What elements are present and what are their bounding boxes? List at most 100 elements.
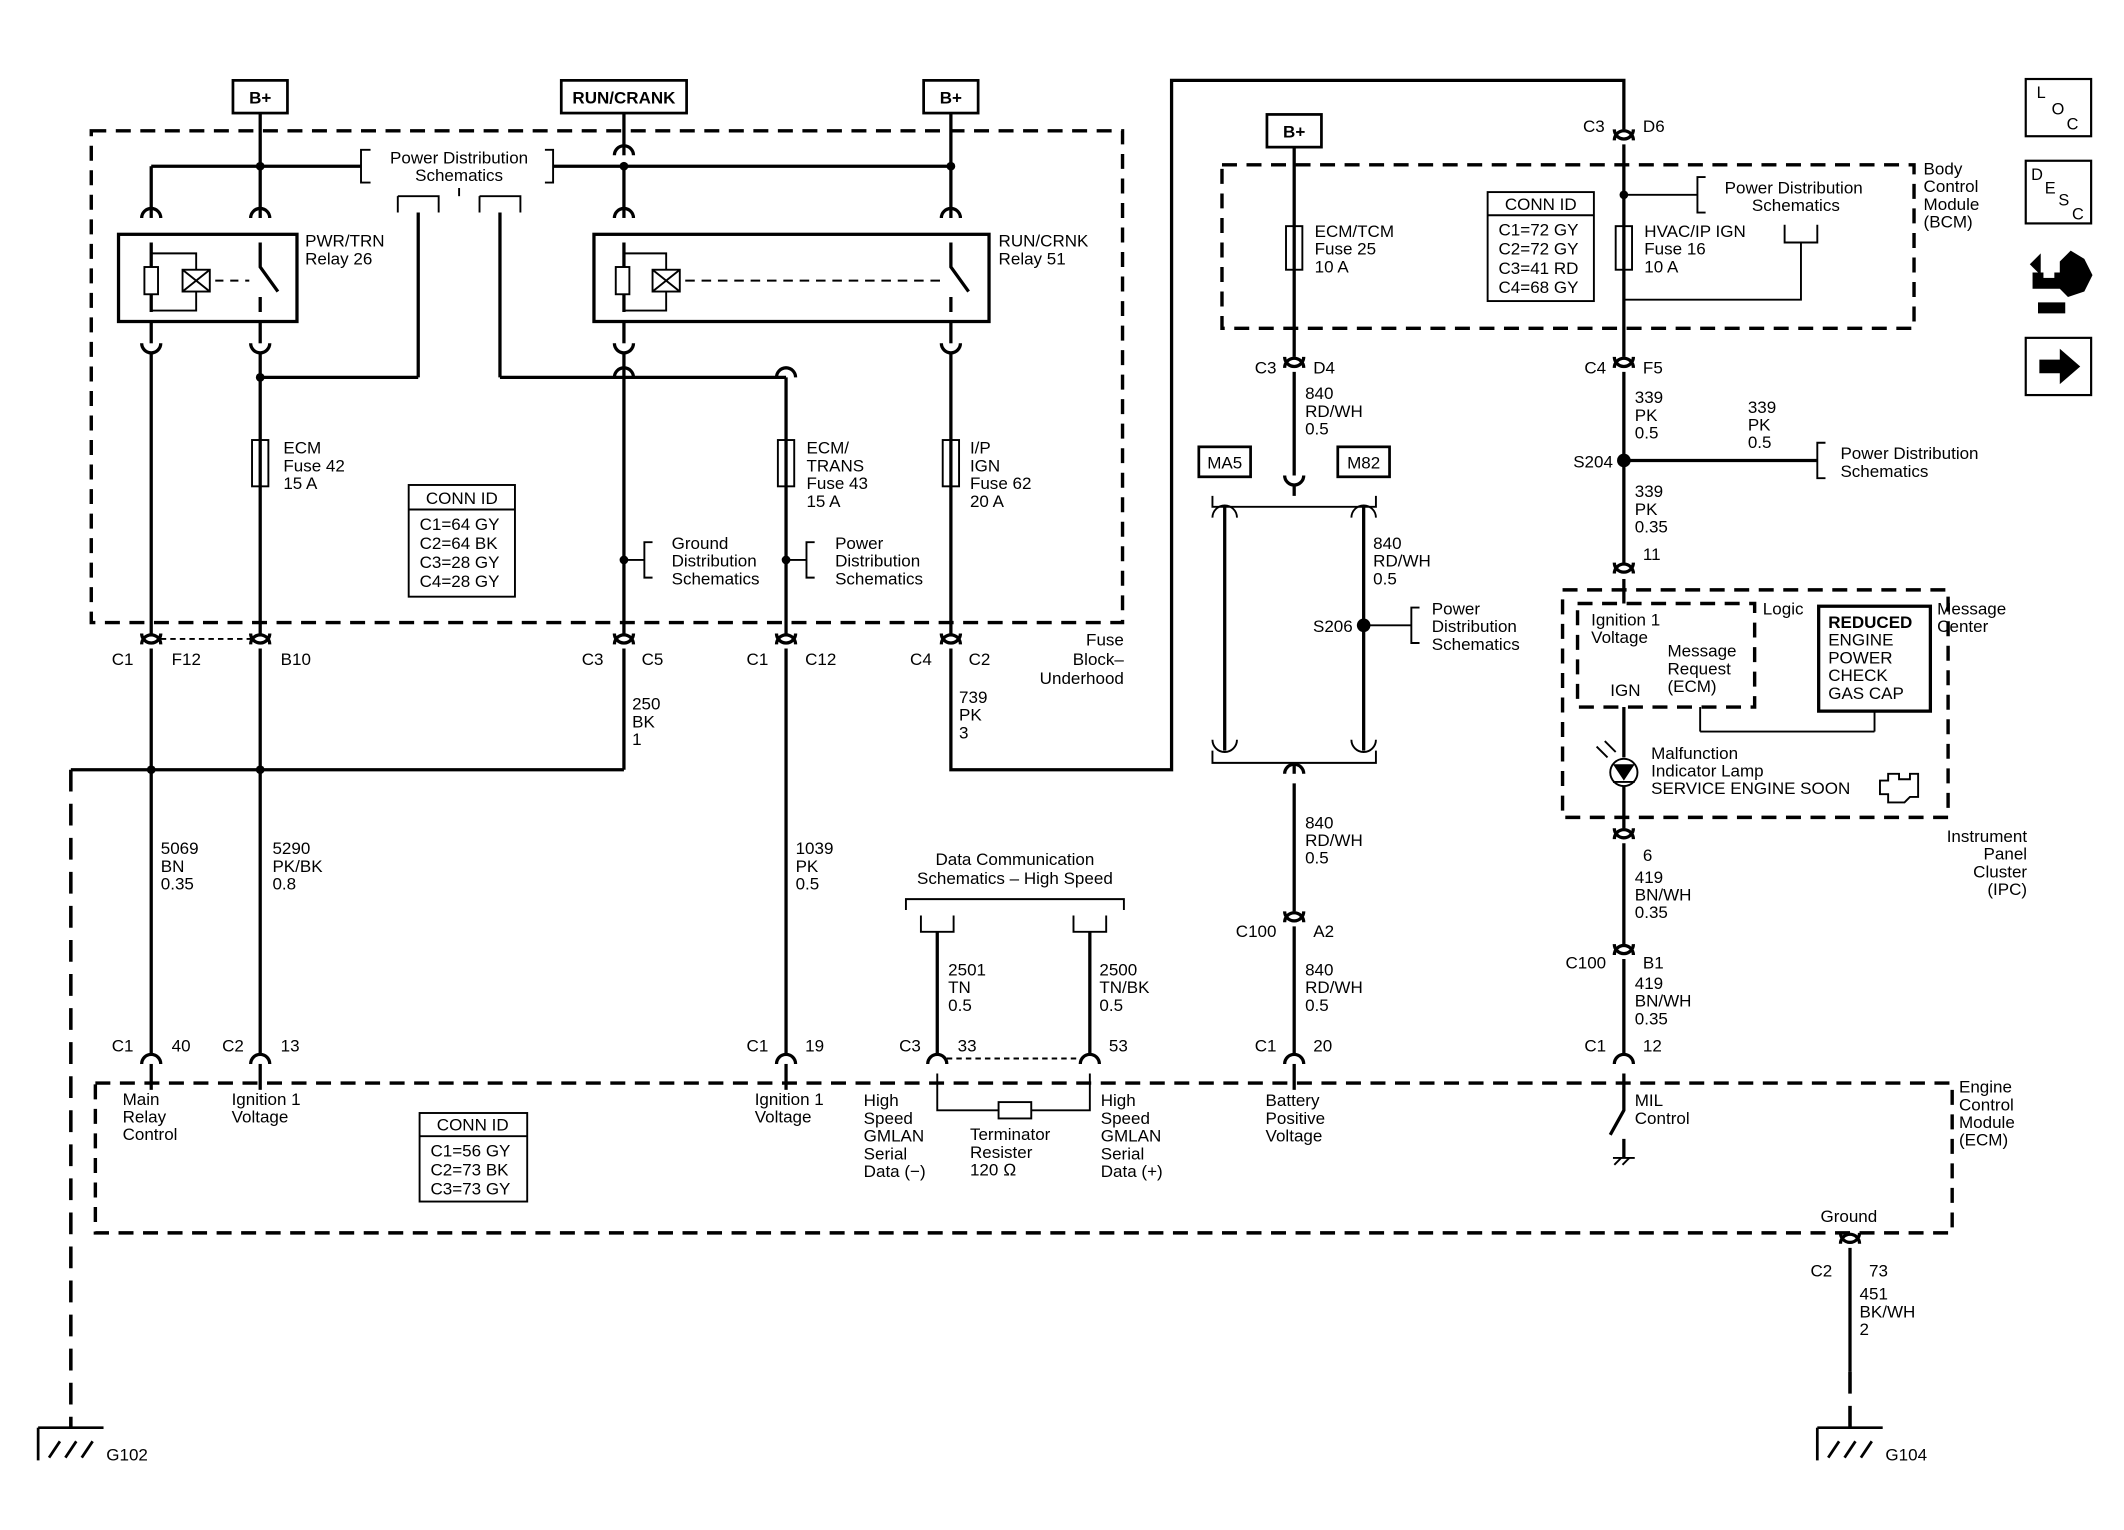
svg-text:Center: Center — [1937, 617, 1988, 636]
b-plus-label: B+ — [940, 89, 962, 108]
svg-text:BN/WH: BN/WH — [1635, 992, 1692, 1011]
svg-text:High: High — [1101, 1091, 1136, 1110]
svg-text:339: 339 — [1635, 482, 1663, 501]
svg-text:Schematics – High Speed: Schematics – High Speed — [917, 869, 1113, 888]
inline-connector-m82: M82 — [1336, 445, 1391, 479]
svg-text:0.5: 0.5 — [1099, 996, 1123, 1015]
svg-text:HVAC/IP IGN: HVAC/IP IGN — [1644, 222, 1746, 241]
svg-text:Body: Body — [1924, 159, 1963, 178]
splice-s204: S204 Power Distribution Schematics — [1573, 444, 1978, 481]
svg-text:Voltage: Voltage — [755, 1108, 812, 1127]
svg-text:PK: PK — [1635, 406, 1658, 425]
svg-text:B10: B10 — [281, 650, 311, 669]
svg-text:C12: C12 — [805, 650, 836, 669]
troubleshooting-hand-icon[interactable] — [2029, 250, 2093, 314]
svg-text:Relay: Relay — [123, 1108, 167, 1127]
svg-text:Speed: Speed — [1101, 1109, 1150, 1128]
svg-text:CONN ID: CONN ID — [437, 1116, 509, 1135]
pwr-trn-relay-26: PWR/TRN Relay 26 — [116, 206, 385, 355]
svg-text:0.5: 0.5 — [1373, 569, 1397, 588]
svg-text:73: 73 — [1869, 1261, 1888, 1280]
svg-text:RD/WH: RD/WH — [1373, 552, 1431, 571]
svg-text:S206: S206 — [1313, 617, 1353, 636]
svg-text:RD/WH: RD/WH — [1305, 978, 1363, 997]
svg-text:Resister: Resister — [970, 1143, 1033, 1162]
svg-text:0.5: 0.5 — [1305, 849, 1329, 868]
svg-text:O: O — [2052, 100, 2065, 118]
desc-icon[interactable]: D E S C — [2024, 159, 2093, 225]
svg-text:Power Distribution: Power Distribution — [390, 148, 528, 167]
svg-text:Message: Message — [1667, 642, 1736, 661]
svg-text:TN: TN — [948, 978, 971, 997]
svg-text:0.35: 0.35 — [1635, 518, 1668, 537]
wire-840-label-c: 840 RD/WH 0.5 — [1305, 813, 1363, 867]
svg-text:GMLAN: GMLAN — [1101, 1127, 1162, 1146]
svg-text:Fuse 62: Fuse 62 — [970, 474, 1031, 493]
svg-text:POWER: POWER — [1828, 648, 1892, 667]
svg-text:C3=28 GY: C3=28 GY — [420, 553, 500, 572]
svg-text:D4: D4 — [1313, 358, 1335, 377]
svg-text:Fuse 43: Fuse 43 — [806, 474, 867, 493]
b-plus-label: B+ — [1283, 123, 1305, 142]
ecm-trans-fuse-43: ECM/ TRANS Fuse 43 15 A — [776, 439, 868, 511]
svg-text:Module: Module — [1959, 1113, 2015, 1132]
svg-text:15 A: 15 A — [283, 474, 318, 493]
ecm-pin-main-relay-control: C1 40 Main Relay Control — [112, 1037, 191, 1145]
svg-text:Block–: Block– — [1073, 650, 1125, 669]
bcm-bottom-connectors: C3 D4 C4 F5 — [1255, 356, 1663, 377]
svg-text:Schematics: Schematics — [835, 569, 923, 588]
svg-text:C4: C4 — [910, 650, 932, 669]
svg-text:339: 339 — [1748, 398, 1776, 417]
mil-control-circuit — [1612, 828, 1636, 1055]
svg-text:Distribution: Distribution — [672, 552, 757, 571]
svg-text:C1: C1 — [112, 1037, 134, 1056]
svg-text:Schematics: Schematics — [1840, 462, 1928, 481]
svg-text:Distribution: Distribution — [835, 552, 920, 571]
svg-text:BN/WH: BN/WH — [1635, 885, 1692, 904]
svg-text:33: 33 — [958, 1037, 977, 1056]
svg-text:53: 53 — [1109, 1037, 1128, 1056]
svg-text:0.35: 0.35 — [161, 875, 194, 894]
svg-text:Cluster: Cluster — [1973, 862, 2027, 881]
svg-text:TN/BK: TN/BK — [1099, 978, 1150, 997]
svg-text:PWR/TRN: PWR/TRN — [305, 232, 384, 251]
ecm-tcm-fuse-25: ECM/TCM Fuse 25 10 A — [1285, 222, 1394, 276]
svg-text:840: 840 — [1305, 813, 1333, 832]
b-plus-label: B+ — [249, 89, 271, 108]
wire-451-label: 451 BK/WH 2 — [1860, 1285, 1916, 1339]
svg-text:Malfunction: Malfunction — [1651, 744, 1738, 763]
wire-840-label-b: 840 RD/WH 0.5 — [1373, 534, 1431, 588]
svg-text:GAS CAP: GAS CAP — [1828, 684, 1904, 703]
svg-text:Ignition 1: Ignition 1 — [232, 1090, 301, 1109]
ecm-pin-ignition-1-voltage-a: C2 13 Ignition 1 Voltage — [222, 1037, 301, 1127]
next-arrow-icon[interactable] — [2024, 336, 2093, 397]
b-plus-source-3: B+ — [1265, 113, 1323, 149]
svg-text:10 A: 10 A — [1644, 257, 1679, 276]
svg-text:MIL: MIL — [1635, 1091, 1663, 1110]
svg-text:SERVICE ENGINE SOON: SERVICE ENGINE SOON — [1651, 779, 1850, 798]
svg-text:C1=56 GY: C1=56 GY — [430, 1142, 510, 1161]
ground-g102: G102 — [36, 769, 148, 1464]
splice-s206: S206 Power Distribution Schematics — [1313, 599, 1520, 653]
svg-text:840: 840 — [1305, 384, 1333, 403]
loc-icon[interactable]: L O C — [2024, 77, 2093, 138]
svg-text:Message: Message — [1937, 599, 2006, 618]
fuse-block-internal-wiring — [149, 352, 953, 634]
svg-text:C2: C2 — [222, 1037, 244, 1056]
svg-text:(ECM): (ECM) — [1667, 677, 1716, 696]
ipc-message-center: REDUCED ENGINE POWER CHECK GAS CAP Messa… — [1817, 599, 2006, 713]
svg-text:C3: C3 — [899, 1037, 921, 1056]
svg-text:C4: C4 — [1584, 358, 1606, 377]
svg-text:Panel: Panel — [1984, 845, 2028, 864]
data-communication-ref: Data Communication Schematics – High Spe… — [904, 850, 1125, 1055]
svg-text:RUN/CRNK: RUN/CRNK — [999, 232, 1089, 251]
wire-339-label-c: 339 PK 0.35 — [1635, 482, 1668, 536]
svg-text:C: C — [2072, 205, 2084, 223]
svg-text:C3=73 GY: C3=73 GY — [430, 1180, 510, 1199]
svg-text:1039: 1039 — [796, 839, 834, 858]
svg-text:0.5: 0.5 — [796, 875, 820, 894]
svg-text:Control: Control — [123, 1125, 178, 1144]
svg-text:IGN: IGN — [1610, 681, 1640, 700]
svg-text:(IPC): (IPC) — [1987, 880, 2027, 899]
